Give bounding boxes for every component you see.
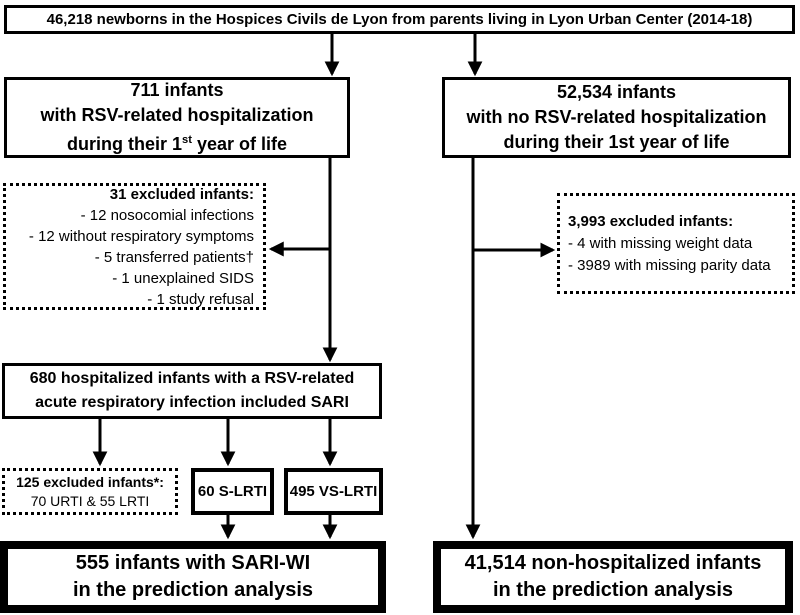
s-lrti-text: 60 S-LRTI (197, 483, 268, 500)
norsv-desc: with no RSV-related hospitalization (466, 107, 767, 127)
norsv-count: 52,534 infants (556, 82, 677, 102)
excluded-rsv-title: 31 excluded infants: (109, 185, 254, 203)
box-excluded-rsv: 31 excluded infants: - 12 nosocomial inf… (3, 183, 266, 310)
excluded-rsv-item: - 1 unexplained SIDS (112, 269, 254, 287)
excluded-rsv-item: - 12 nosocomial infections (80, 206, 254, 224)
excluded-rsv-item: - 1 study refusal (147, 290, 254, 308)
box-excluded-no-rsv: 3,993 excluded infants: - 4 with missing… (557, 193, 795, 294)
rsv-period: during their 1st year of life (67, 134, 287, 154)
excluded-norsv-title: 3,993 excluded infants: (568, 212, 734, 230)
excluded-sari-detail: 70 URTI & 55 LRTI (30, 492, 150, 509)
rsv-desc: with RSV-related hospitalization (40, 105, 314, 125)
excluded-sari-title: 125 excluded infants*: (16, 473, 164, 490)
excluded-norsv-item: - 3989 with missing parity data (568, 256, 771, 274)
box-no-rsv-hospitalized: 52,534 infants with no RSV-related hospi… (442, 77, 791, 158)
vs-lrti-text: 495 VS-LRTI (289, 483, 378, 500)
excluded-norsv-item: - 4 with missing weight data (568, 234, 753, 252)
final-nonhosp-line2: in the prediction analysis (492, 579, 734, 601)
sari-line1: 680 hospitalized infants with a RSV-rela… (29, 370, 355, 387)
final-sari-line2: in the prediction analysis (72, 579, 314, 601)
box-excluded-sari: 125 excluded infants*: 70 URTI & 55 LRTI (2, 468, 178, 515)
box-s-lrti: 60 S-LRTI (191, 468, 274, 515)
rsv-period-superscript: st (182, 134, 192, 146)
final-nonhosp-line1: 41,514 non-hospitalized infants (464, 552, 762, 574)
sari-line2: acute respiratory infection included SAR… (35, 394, 349, 411)
box-source-population: 46,218 newborns in the Hospices Civils d… (4, 5, 795, 34)
box-rsv-hospitalized: 711 infants with RSV-related hospitaliza… (4, 77, 350, 158)
box-sari-included: 680 hospitalized infants with a RSV-rela… (2, 363, 382, 419)
excluded-rsv-item: - 12 without respiratory symptoms (28, 227, 254, 245)
final-sari-line1: 555 infants with SARI-WI (75, 552, 311, 574)
norsv-period: during their 1st year of life (503, 132, 730, 152)
box-final-non-hospitalized: 41,514 non-hospitalized infants in the p… (433, 541, 793, 613)
rsv-count: 711 infants (130, 80, 224, 100)
box-final-sari-wi: 555 infants with SARI-WI in the predicti… (0, 541, 386, 613)
source-population-text: 46,218 newborns in the Hospices Civils d… (46, 11, 753, 28)
excluded-rsv-item: - 5 transferred patients† (94, 248, 254, 266)
box-vs-lrti: 495 VS-LRTI (284, 468, 383, 515)
